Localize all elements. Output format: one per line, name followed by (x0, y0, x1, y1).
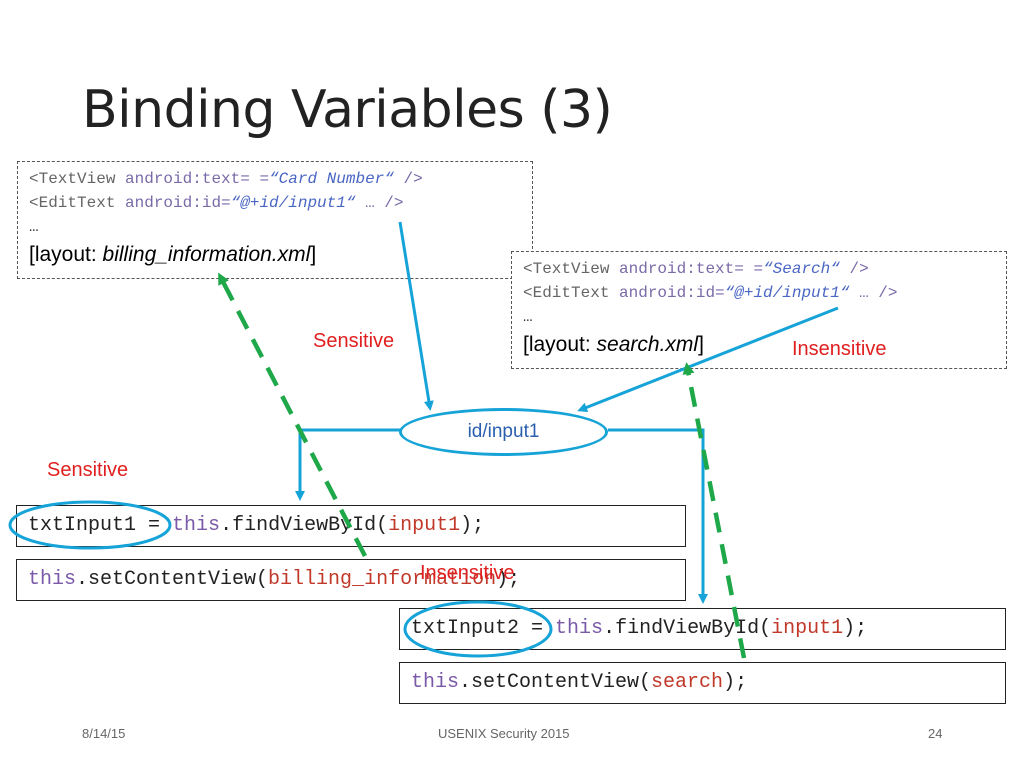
java-line-findview-2: txtInput2 = this.findViewById(input1); (411, 617, 868, 640)
xml-line-edittext-1: <EditText android:id=“@+id/input1“ … /> (29, 194, 404, 212)
xml-line-textview-2: <TextView android:text= =“Search“ /> (523, 260, 869, 278)
layout-box-search (511, 251, 1007, 369)
label-sensitive-top: Sensitive (313, 330, 395, 352)
label-insensitive-right: Insensitive (792, 338, 887, 360)
id-input1-oval: id/input1 (399, 408, 608, 456)
xml-line-edittext-2: <EditText android:id=“@+id/input1“ … /> (523, 284, 898, 302)
footer-date: 8/14/15 (82, 726, 126, 741)
xml-ellipsis-2: … (523, 308, 533, 326)
layout-file-label-billing: [layout: billing_information.xml] (29, 243, 317, 266)
label-sensitive-left: Sensitive (47, 459, 129, 481)
xml-ellipsis-1: … (29, 218, 39, 236)
code-box-setcontent-1 (16, 559, 686, 601)
id-input1-label: id/input1 (467, 421, 540, 442)
xml-line-textview-1: <TextView android:text= =“Card Number“ /… (29, 170, 423, 188)
code-box-findview-2 (399, 608, 1006, 650)
code-box-setcontent-2 (399, 662, 1006, 704)
highlight-ellipse-txtinput2 (403, 600, 553, 658)
label-insensitive-middle: Insensitive (420, 562, 515, 584)
arrow-layout2-to-id (577, 306, 839, 413)
footer-conference: USENIX Security 2015 (438, 726, 570, 741)
java-line-setcontent-2: this.setContentView(search); (411, 671, 748, 694)
arrow-layout1-to-id (398, 221, 434, 411)
java-line-setcontent-1: this.setContentView(billing_information)… (28, 568, 521, 591)
footer-page-number: 24 (928, 726, 943, 741)
arrow-setcontent-billing-to-layout (218, 272, 367, 558)
arrow-setcontent-search-to-layout (682, 362, 747, 659)
arrow-id-to-findview-2 (608, 428, 708, 604)
layout-file-label-search: [layout: search.xml] (523, 333, 704, 356)
slide-title: Binding Variables (3) (82, 80, 613, 140)
layout-box-billing (17, 161, 533, 279)
highlight-ellipse-txtinput1 (8, 500, 172, 550)
